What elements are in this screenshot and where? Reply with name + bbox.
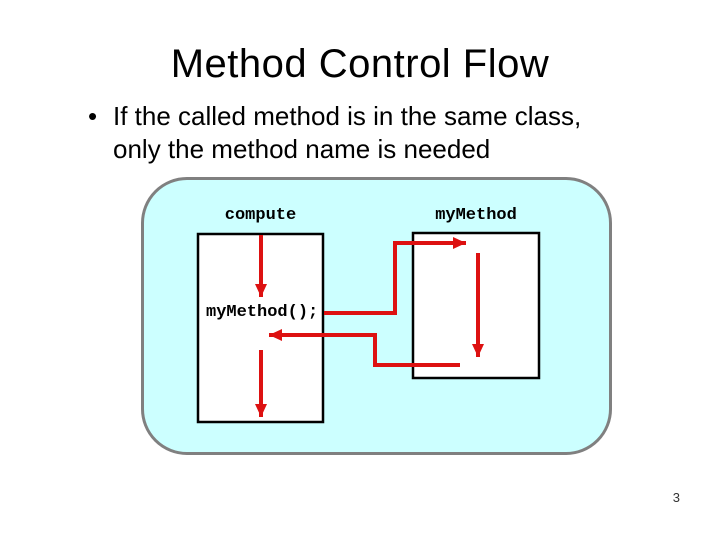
callee-box-label: myMethod — [435, 206, 517, 225]
call-statement-label: myMethod(); — [206, 303, 319, 322]
slide-title: Method Control Flow — [170, 42, 550, 86]
bullet-line-2: only the method name is needed — [113, 134, 491, 164]
bullet-item: • If the called method is in the same cl… — [88, 100, 581, 166]
bullet-line-1: If the called method is in the same clas… — [113, 101, 582, 131]
bullet-text: If the called method is in the same clas… — [113, 100, 581, 166]
bullet-marker: • — [88, 101, 98, 131]
page-number: 3 — [672, 490, 680, 505]
caller-box-label: compute — [224, 206, 297, 225]
